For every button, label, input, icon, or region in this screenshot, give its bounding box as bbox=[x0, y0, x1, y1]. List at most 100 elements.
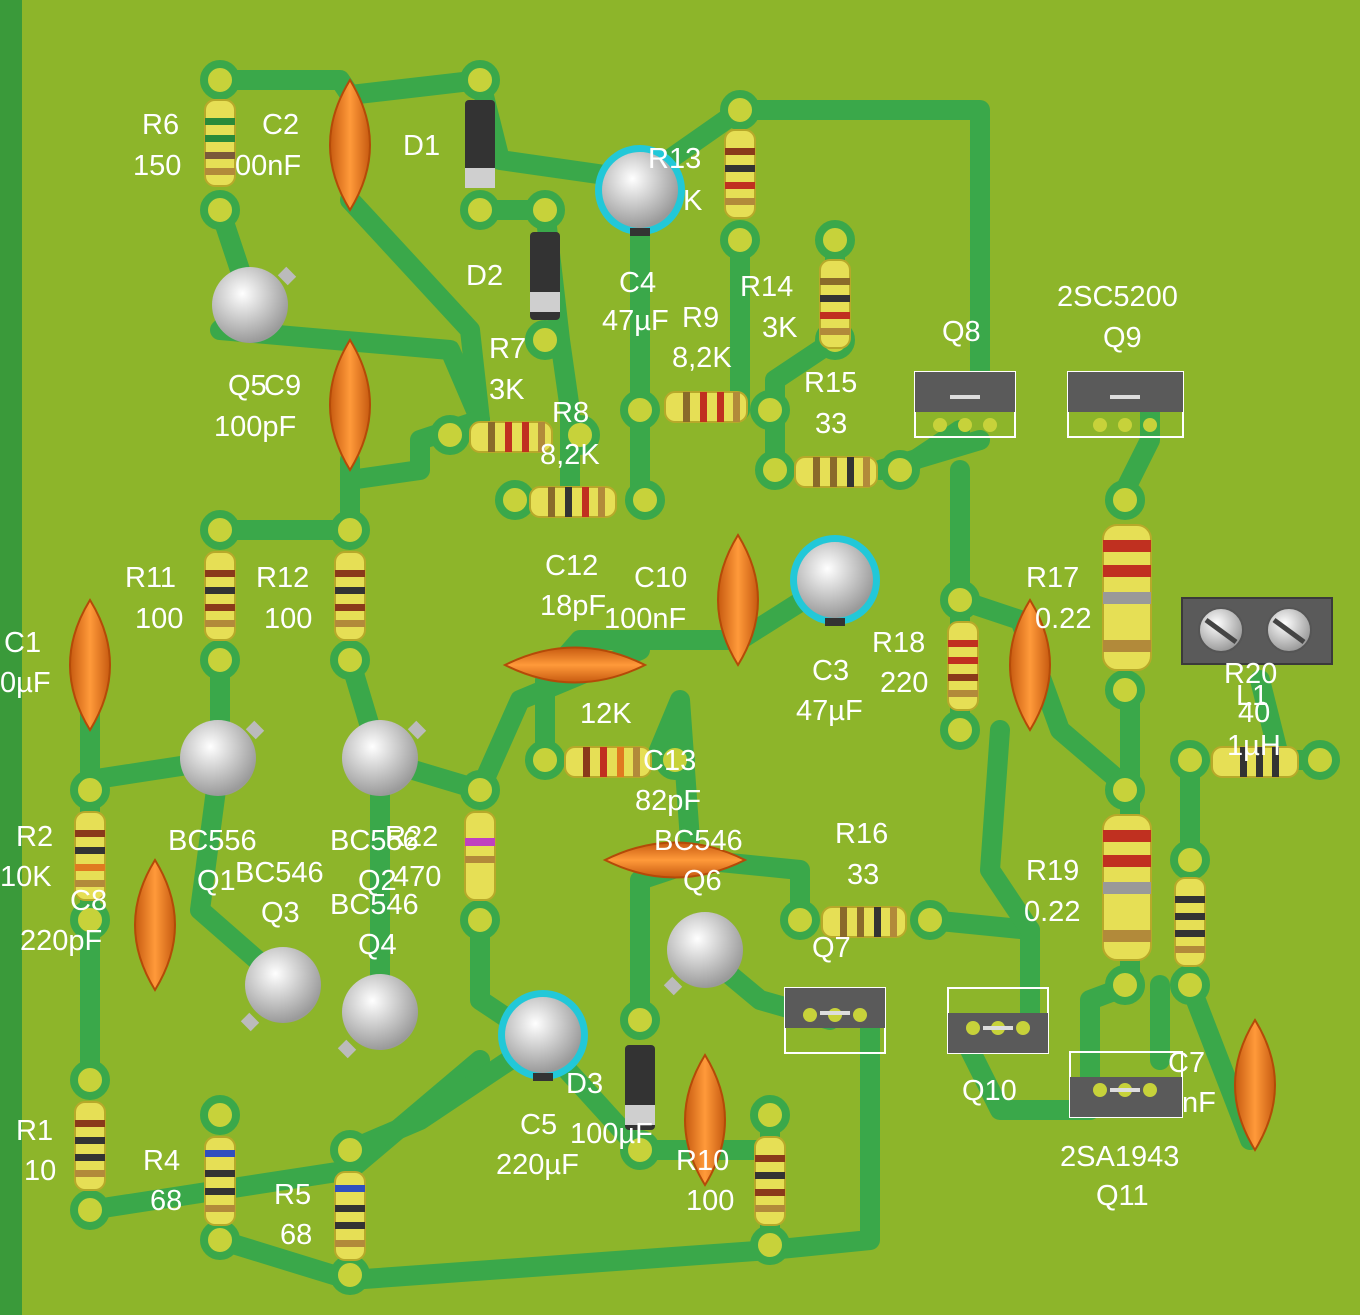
label-q11-type: 2SA1943 bbox=[1060, 1141, 1179, 1173]
label-c8-value: 220pF bbox=[20, 925, 102, 957]
label-q10: Q10 bbox=[962, 1075, 1017, 1107]
resistor-r20 bbox=[1174, 877, 1206, 967]
resistor-r15 bbox=[794, 456, 878, 488]
label-r15: R15 bbox=[804, 367, 857, 399]
label-l1: L1 bbox=[1236, 680, 1268, 712]
capacitor-c2 bbox=[329, 78, 371, 212]
label-c5-value: 220µF bbox=[496, 1149, 579, 1181]
label-c10-value: 100nF bbox=[604, 603, 686, 635]
label-r5-value: 68 bbox=[280, 1219, 312, 1251]
label-c9-value: 100pF bbox=[214, 411, 296, 443]
label-c4-value: 47µF bbox=[602, 305, 669, 337]
label-r18: R18 bbox=[872, 627, 925, 659]
label-r12: R12 bbox=[256, 562, 309, 594]
capacitor-c12 bbox=[502, 646, 648, 684]
label-r11: R11 bbox=[125, 562, 176, 594]
label-c5: C5 bbox=[520, 1109, 557, 1141]
label-c4: C4 bbox=[619, 267, 656, 299]
resistor-r5 bbox=[334, 1171, 366, 1261]
power-transistors bbox=[784, 371, 1184, 1118]
label-q7: Q7 bbox=[812, 932, 851, 964]
label-c1-value: 0µF bbox=[0, 667, 51, 699]
label-q4-type: BC546 bbox=[330, 889, 419, 921]
label-q8: Q8 bbox=[942, 316, 981, 348]
resistor-r13 bbox=[724, 129, 756, 219]
label-r17: R17 bbox=[1026, 562, 1079, 594]
label-r4: R4 bbox=[143, 1145, 180, 1177]
label-r18-value: 220 bbox=[880, 667, 928, 699]
capacitor-c5 bbox=[498, 990, 588, 1081]
label-q6: Q6 bbox=[683, 865, 722, 897]
label-r22: R22 bbox=[385, 821, 438, 853]
resistor-r10 bbox=[754, 1136, 786, 1226]
label-r14-value: 3K bbox=[762, 312, 798, 344]
diode-d3 bbox=[625, 1045, 655, 1130]
transistor-q2 bbox=[342, 720, 427, 796]
resistor-r19 bbox=[1102, 814, 1152, 961]
resistor-r2 bbox=[74, 811, 106, 901]
label-r2: R2 bbox=[16, 821, 53, 853]
small-transistors bbox=[180, 266, 743, 1059]
label-c2: C2 bbox=[262, 109, 299, 141]
capacitor-c4 bbox=[595, 145, 685, 236]
label-r6: R6 bbox=[142, 109, 179, 141]
label-c12: C12 bbox=[545, 550, 598, 582]
label-r22-value: 470 bbox=[393, 861, 441, 893]
label-q2: Q2 bbox=[358, 865, 397, 897]
label-d3: D3 bbox=[566, 1068, 603, 1100]
capacitor-c1 bbox=[69, 598, 111, 732]
label-q11: Q11 bbox=[1096, 1180, 1149, 1212]
transistor-q11 bbox=[1069, 1051, 1183, 1118]
resistor-r1 bbox=[74, 1101, 106, 1191]
label-r20: R20 bbox=[1224, 658, 1277, 690]
resistor-r4 bbox=[204, 1136, 236, 1226]
transistor-q10 bbox=[947, 987, 1049, 1054]
label-r11-value: 100 bbox=[135, 603, 183, 635]
resistors bbox=[74, 99, 1299, 1261]
diode-d1 bbox=[465, 100, 495, 188]
transistor-q6 bbox=[663, 912, 743, 996]
label-c7: C7 bbox=[1168, 1047, 1205, 1079]
label-q4: Q4 bbox=[358, 929, 397, 961]
label-q1: Q1 bbox=[197, 865, 236, 897]
label-r8: R8 bbox=[552, 397, 589, 429]
label-q2-type: BC556 bbox=[330, 825, 419, 857]
label-c13-value: 82pF bbox=[635, 785, 701, 817]
capacitor-c8 bbox=[134, 858, 176, 992]
label-r6-value: 150 bbox=[133, 150, 181, 182]
resistor-r6 bbox=[204, 99, 236, 187]
label-r13-value: K bbox=[683, 185, 703, 217]
label-r6b-value: 12K bbox=[580, 698, 632, 730]
resistor-r11 bbox=[204, 551, 236, 641]
label-r12-value: 100 bbox=[264, 603, 312, 635]
label-q1-type: BC556 bbox=[168, 825, 257, 857]
label-r14: R14 bbox=[740, 271, 793, 303]
label-r2-value: 10K bbox=[0, 861, 52, 893]
label-c9: C9 bbox=[264, 370, 301, 402]
resistor-r22 bbox=[464, 811, 496, 901]
label-r19: R19 bbox=[1026, 855, 1079, 887]
capacitor-c3 bbox=[790, 535, 880, 626]
resistor-r7 bbox=[529, 486, 617, 518]
label-r10-value: 100 bbox=[686, 1185, 734, 1217]
label-r1-value: 10 bbox=[24, 1155, 56, 1187]
label-c13: C13 bbox=[643, 745, 696, 777]
transistor-q1 bbox=[180, 720, 265, 796]
label-c3: C3 bbox=[812, 655, 849, 687]
label-r4-value: 68 bbox=[150, 1185, 182, 1217]
label-r15-value: 33 bbox=[815, 408, 847, 440]
label-q3-type: BC546 bbox=[235, 857, 324, 889]
label-q5: Q5 bbox=[228, 370, 267, 402]
terminal-block bbox=[1181, 597, 1333, 665]
resistor-r6b bbox=[564, 746, 652, 778]
electrolytic-capacitors bbox=[498, 145, 880, 1081]
capacitor-c6 bbox=[684, 1053, 726, 1187]
label-c2-value: 00nF bbox=[235, 150, 301, 182]
resistor-r16 bbox=[821, 906, 907, 938]
label-r16: R16 bbox=[835, 818, 888, 850]
label-r8-value: 8,2K bbox=[540, 439, 600, 471]
label-r1: R1 bbox=[16, 1115, 53, 1147]
capacitor-c9 bbox=[329, 338, 371, 472]
transistor-q9 bbox=[1067, 371, 1184, 438]
